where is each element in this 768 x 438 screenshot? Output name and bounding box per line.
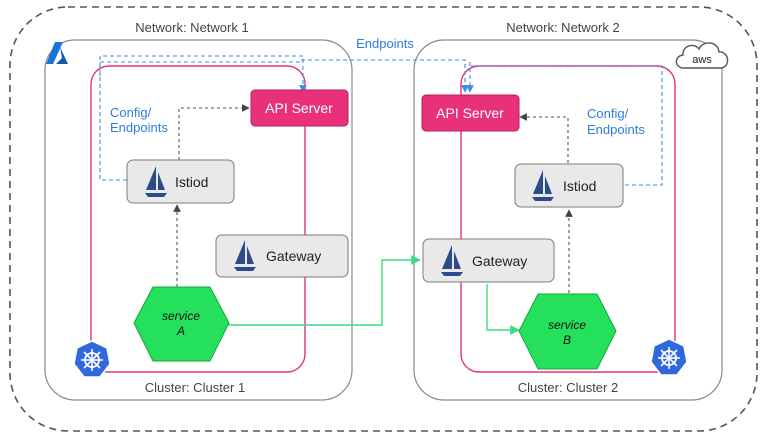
kubernetes-logo-icon — [650, 338, 688, 376]
cluster-1-box — [90, 65, 306, 373]
cluster-2-label: Cluster: Cluster 2 — [518, 380, 618, 395]
istiod-1-box — [126, 159, 235, 204]
istiod1-to-api2-line — [99, 59, 469, 93]
api-server-1-box — [250, 89, 349, 127]
istiod-2[interactable]: Istiod — [514, 163, 624, 208]
api-server-1-label: API Server — [265, 100, 333, 116]
config-left-label-2: Endpoints — [110, 120, 168, 135]
istio-sail-icon — [532, 170, 554, 201]
service-b-label-1: service — [548, 318, 586, 332]
control-plane-arrows — [173, 104, 573, 293]
network-1-box — [44, 39, 353, 401]
istiod-1[interactable]: Istiod — [126, 159, 235, 204]
istiod-2-label: Istiod — [563, 178, 596, 194]
gateway-2-label: Gateway — [472, 253, 527, 269]
service-a-hexagon — [133, 286, 230, 362]
config-left-label-1: Config/ — [110, 105, 152, 120]
service-b-label-2: B — [563, 333, 571, 347]
istiod1-to-api1-arrow — [178, 104, 250, 160]
gateway-1-label: Gateway — [266, 248, 321, 264]
config-right-label-1: Config/ — [587, 106, 629, 121]
traffic-path — [228, 255, 520, 335]
istiod2-to-api2-arrow — [519, 113, 569, 163]
gateway-2[interactable]: Gateway — [422, 238, 555, 283]
network-2-box — [413, 39, 723, 401]
gateway-2-box — [422, 238, 555, 283]
istio-sail-icon — [145, 166, 167, 197]
azure-logo-icon — [46, 42, 68, 64]
service-b[interactable]: service B — [518, 293, 617, 370]
aws-logo-text: aws — [692, 54, 712, 66]
cluster-2-box — [460, 65, 676, 373]
network-1-label: Network: Network 1 — [135, 20, 248, 35]
service-b-hexagon — [518, 293, 617, 370]
istio-sail-icon — [234, 240, 256, 271]
config-right-label-2: Endpoints — [587, 122, 645, 137]
gateway-1-box — [215, 234, 349, 278]
serviceA-to-gateway2-path — [228, 255, 421, 326]
istiod1-to-api1-line — [99, 55, 307, 181]
istio-sail-icon — [441, 245, 463, 276]
config-endpoints-lines — [99, 55, 663, 186]
gateway-1[interactable]: Gateway — [215, 234, 349, 278]
istiod-1-label: Istiod — [175, 174, 208, 190]
aws-logo-icon: aws — [675, 42, 729, 69]
service-a-label-1: service — [162, 309, 200, 323]
mesh-boundary — [9, 6, 758, 432]
gateway2-to-serviceB-path — [486, 284, 520, 335]
cluster-1-label: Cluster: Cluster 1 — [145, 380, 245, 395]
api-server-2-box — [421, 94, 520, 132]
api-server-2-label: API Server — [436, 105, 504, 121]
istiod2-to-api2-line — [466, 65, 663, 186]
api-server-1[interactable]: API Server — [250, 89, 349, 127]
endpoints-top-label: Endpoints — [356, 36, 414, 51]
network-2-label: Network: Network 2 — [506, 20, 619, 35]
service-a-label-2: A — [176, 324, 185, 338]
service-a[interactable]: service A — [133, 286, 230, 362]
kubernetes-logo-icon — [73, 340, 111, 378]
api-server-2[interactable]: API Server — [421, 94, 520, 132]
